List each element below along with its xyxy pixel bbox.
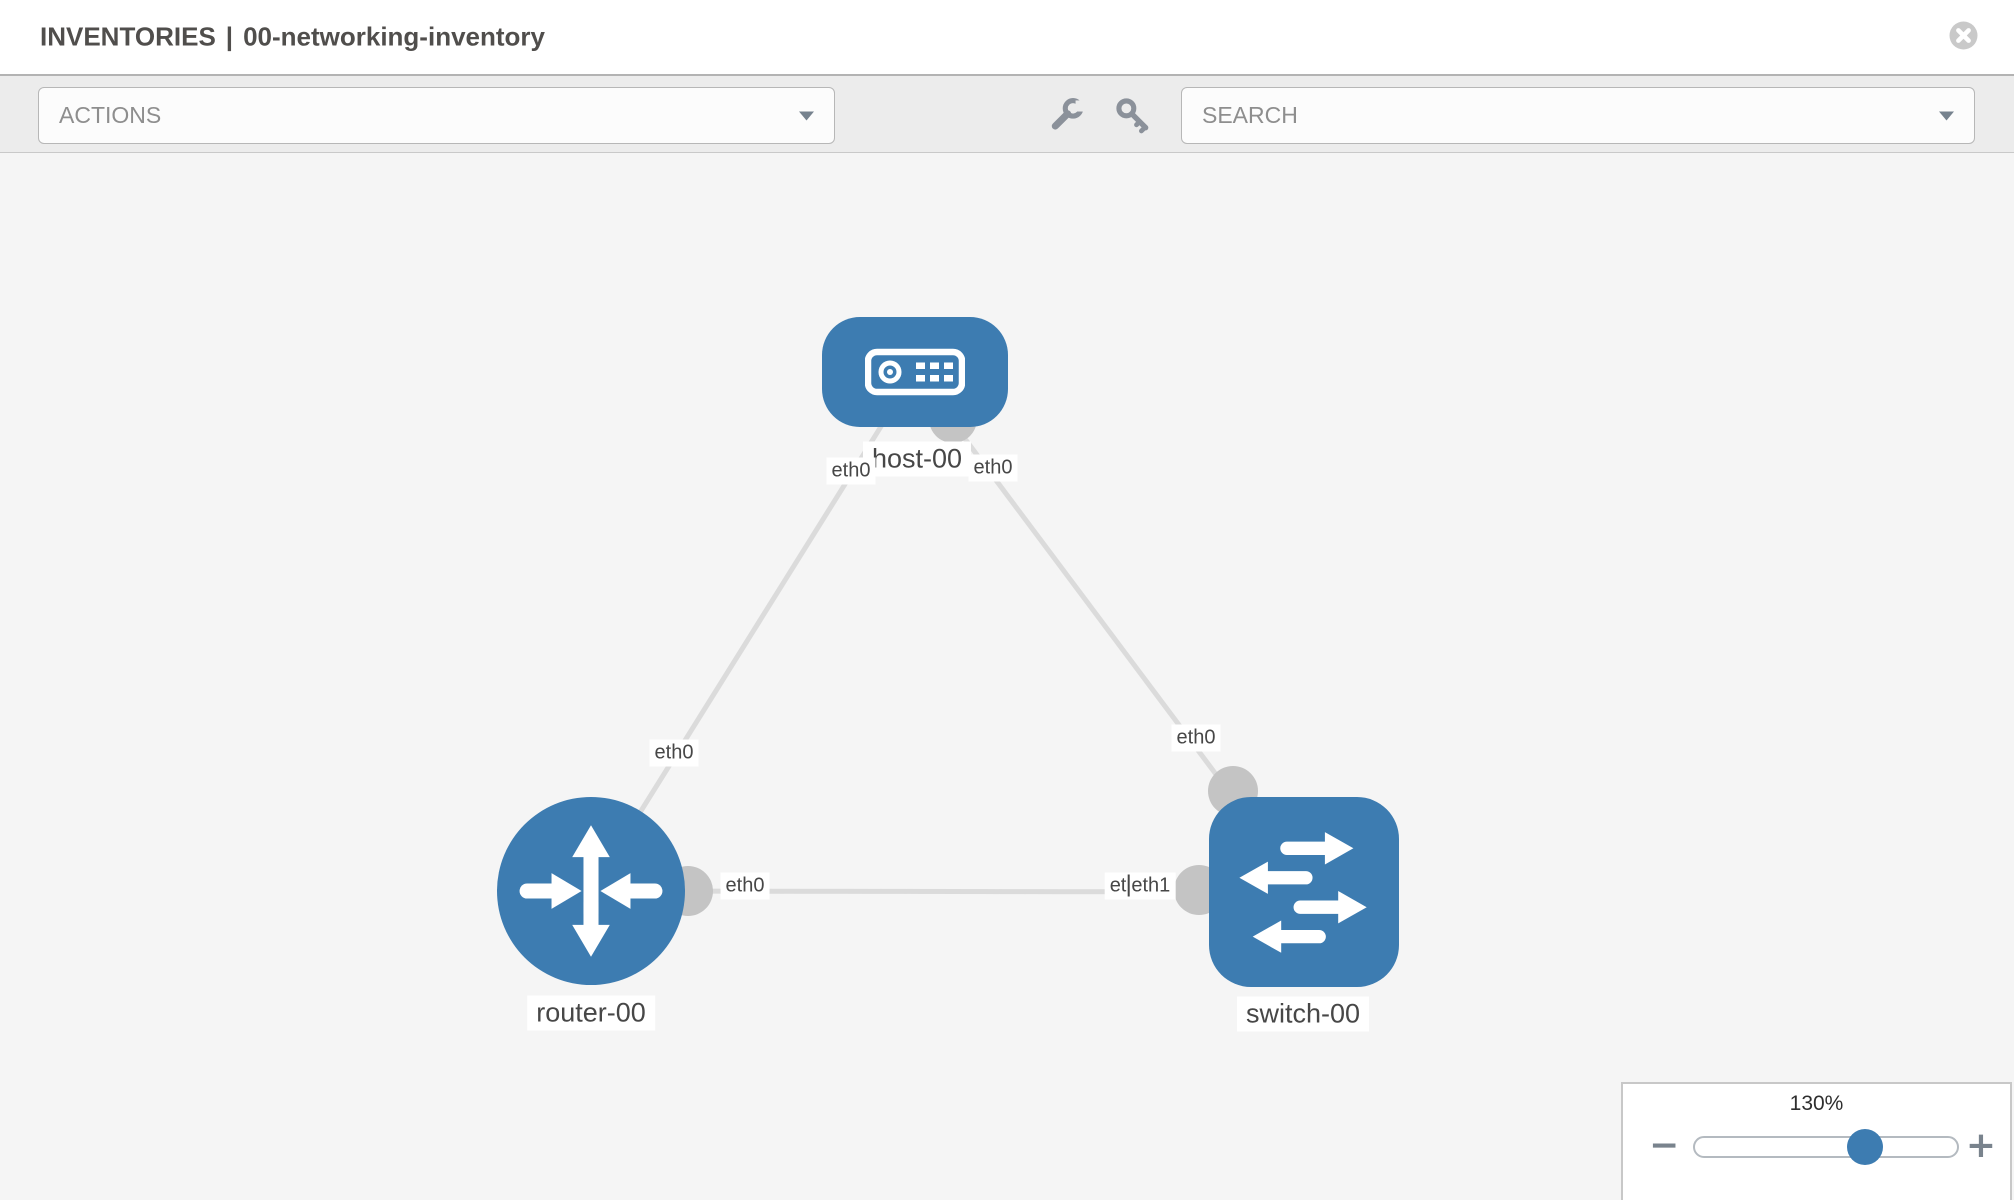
zoom-out-button[interactable]: − xyxy=(1649,1125,1680,1166)
node-router-00[interactable] xyxy=(497,797,685,985)
key-button[interactable] xyxy=(1114,96,1152,134)
key-icon xyxy=(1116,98,1149,134)
node-label-switch-00: switch-00 xyxy=(1236,996,1370,1032)
search-dropdown[interactable]: SEARCH xyxy=(1181,87,1975,144)
interface-label-eth1: eth1 xyxy=(1127,874,1171,897)
actions-dropdown-label: ACTIONS xyxy=(59,102,162,128)
interface-label-host-eth0-to-router: eth0 xyxy=(826,457,876,485)
zoom-panel: 130% − + xyxy=(1621,1082,2012,1200)
node-label-host-00: host-00 xyxy=(862,441,972,477)
header: INVENTORIES | 00-networking-inventory xyxy=(0,0,2014,74)
breadcrumb-inventories[interactable]: INVENTORIES xyxy=(40,21,216,52)
chevron-down-icon xyxy=(1939,111,1954,120)
title-separator: | xyxy=(225,21,234,52)
chevron-down-icon xyxy=(799,111,814,120)
node-host-00[interactable] xyxy=(822,317,1008,427)
server-icon xyxy=(865,348,965,396)
interface-label-switch-eth0-to-host: eth0 xyxy=(1171,724,1221,752)
close-button[interactable] xyxy=(1949,21,1978,50)
interface-label-router-eth0-to-switch: eth0 xyxy=(720,872,770,900)
inventory-name: 00-networking-inventory xyxy=(243,21,545,52)
topology-canvas[interactable]: host-00 router-00 switch-00 eth0 eth0 et… xyxy=(0,153,2014,1200)
search-dropdown-label: SEARCH xyxy=(1202,102,1298,128)
toolbar: ACTIONS SEARCH xyxy=(0,74,2014,153)
wrench-button[interactable] xyxy=(1048,96,1087,134)
zoom-in-button[interactable]: + xyxy=(1965,1125,1996,1166)
node-label-router-00: router-00 xyxy=(527,995,655,1031)
actions-dropdown[interactable]: ACTIONS xyxy=(38,87,835,144)
close-icon xyxy=(1949,21,1978,50)
switch-arrows-icon xyxy=(1239,832,1367,953)
router-arrows-icon xyxy=(519,825,663,957)
zoom-level: 130% xyxy=(1789,1092,1844,1115)
overlapped-label-fragment: et xyxy=(1109,874,1127,897)
wrench-icon xyxy=(1051,98,1087,130)
interface-label-host-eth0-to-switch: eth0 xyxy=(968,454,1018,482)
zoom-slider-row: − + xyxy=(1623,1126,2010,1170)
zoom-slider-handle[interactable] xyxy=(1847,1129,1884,1165)
interface-label-router-eth0-to-host: eth0 xyxy=(649,739,699,767)
node-switch-00[interactable] xyxy=(1209,797,1399,987)
page-title: INVENTORIES | 00-networking-inventory xyxy=(40,22,545,53)
zoom-slider[interactable] xyxy=(1693,1129,1959,1165)
